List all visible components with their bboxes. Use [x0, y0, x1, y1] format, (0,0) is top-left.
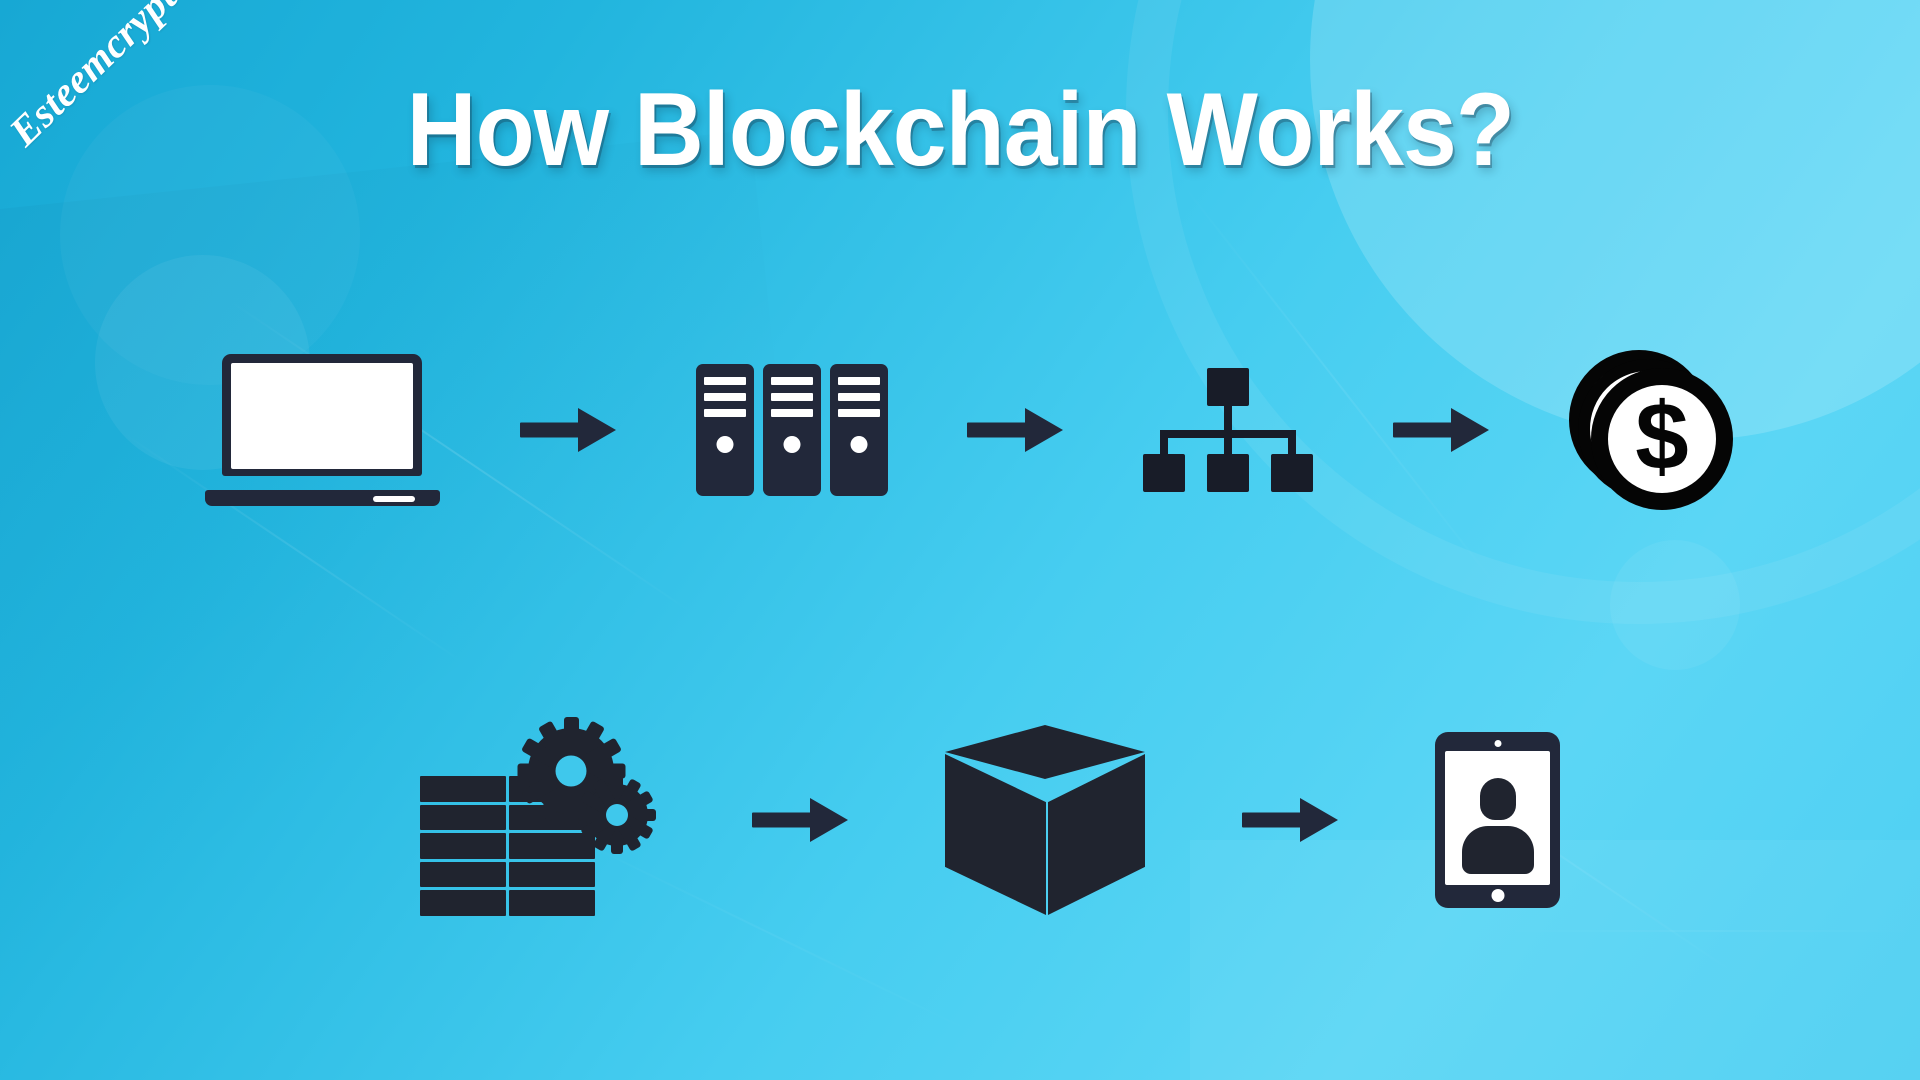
block: [509, 861, 595, 888]
block: [509, 890, 595, 916]
block: [420, 804, 506, 831]
network-child-node: [1207, 454, 1250, 492]
page-title-text: How Blockchain Works?: [406, 72, 1514, 188]
block: [420, 861, 506, 888]
tablet-screen: [1445, 751, 1550, 885]
laptop-screen: [231, 363, 413, 469]
network-child-node: [1143, 454, 1186, 492]
block: [420, 776, 506, 802]
tablet-home-button[interactable]: [1491, 889, 1504, 902]
network-hierarchy-icon: [1143, 368, 1314, 492]
arrow-right-icon: [1242, 798, 1338, 842]
laptop-icon: [205, 354, 440, 506]
block-row: [420, 861, 595, 888]
watermark-text: Esteemcrypto: [0, 0, 201, 155]
server-slot: [770, 393, 813, 401]
dollar-coin-icon: $: [1568, 350, 1735, 510]
network-child-node: [1271, 454, 1314, 492]
server-slot: [703, 377, 746, 385]
arrow-right-icon: [1393, 408, 1490, 452]
arrow-head: [577, 408, 616, 452]
arrow-head: [1300, 798, 1338, 842]
arrow-right-icon: [967, 408, 1064, 452]
cube-block-icon: [945, 725, 1145, 915]
page-title: How Blockchain Works?: [0, 78, 1920, 182]
server-slot: [770, 409, 813, 417]
server-rack-icon: [695, 364, 888, 496]
coin-front-layer: $: [1590, 368, 1733, 510]
server-power-light: [716, 436, 734, 453]
flow-node-tablet[interactable]: [1435, 732, 1560, 908]
flow-node-network[interactable]: [1143, 368, 1314, 492]
block-stack: [420, 776, 595, 916]
arrow-head: [1025, 408, 1064, 452]
block-row: [420, 833, 595, 859]
tablet-camera-dot: [1494, 740, 1501, 747]
flow-row-top: $: [205, 330, 1735, 530]
arrow-shaft: [519, 422, 582, 438]
network-branch: [1288, 430, 1297, 458]
arrow-head: [810, 798, 848, 842]
block: [420, 890, 506, 916]
server-unit: [695, 364, 754, 496]
arrow-head: [1451, 408, 1490, 452]
arrow-shaft: [752, 812, 814, 828]
flow-node-laptop[interactable]: [205, 354, 440, 506]
watermark: Esteemcrypto: [0, 0, 242, 252]
network-stem: [1224, 406, 1233, 437]
server-power-light: [783, 436, 801, 453]
arrow-shaft: [967, 422, 1030, 438]
dollar-symbol: $: [1635, 382, 1689, 490]
arrow-shaft: [1393, 422, 1456, 438]
server-power-light: [850, 436, 868, 453]
gear-small-icon: [578, 776, 656, 854]
server-unit: [762, 364, 821, 496]
tablet-user-icon: [1435, 732, 1560, 908]
network-parent-node: [1207, 368, 1250, 406]
avatar-head: [1479, 777, 1516, 820]
laptop-lid: [222, 354, 422, 476]
laptop-trackpad-strip: [373, 496, 415, 502]
gear-hub: [606, 804, 628, 826]
flow-node-coin[interactable]: $: [1568, 350, 1735, 510]
server-slot: [770, 377, 813, 385]
gear-hub: [555, 755, 587, 787]
arrow-right-icon: [519, 408, 616, 452]
block: [420, 833, 506, 859]
server-slot: [703, 409, 746, 417]
network-branch: [1160, 430, 1169, 458]
block: [509, 833, 595, 859]
flow-node-servers[interactable]: [695, 364, 888, 496]
server-slot: [837, 393, 880, 401]
server-slot: [703, 393, 746, 401]
flow-node-database[interactable]: [420, 717, 656, 916]
block-stack-gears-icon: [420, 717, 656, 916]
network-branch: [1224, 430, 1233, 458]
server-slot: [837, 377, 880, 385]
flow-node-cube[interactable]: [945, 725, 1145, 915]
flow-row-bottom: [420, 700, 1560, 940]
laptop-base: [205, 490, 440, 506]
arrow-right-icon: [752, 798, 848, 842]
server-unit: [829, 364, 888, 496]
server-slot: [837, 409, 880, 417]
block-row: [420, 890, 595, 916]
gear-large-icon: [517, 717, 625, 825]
arrow-shaft: [1242, 812, 1304, 828]
avatar-body: [1461, 826, 1534, 875]
